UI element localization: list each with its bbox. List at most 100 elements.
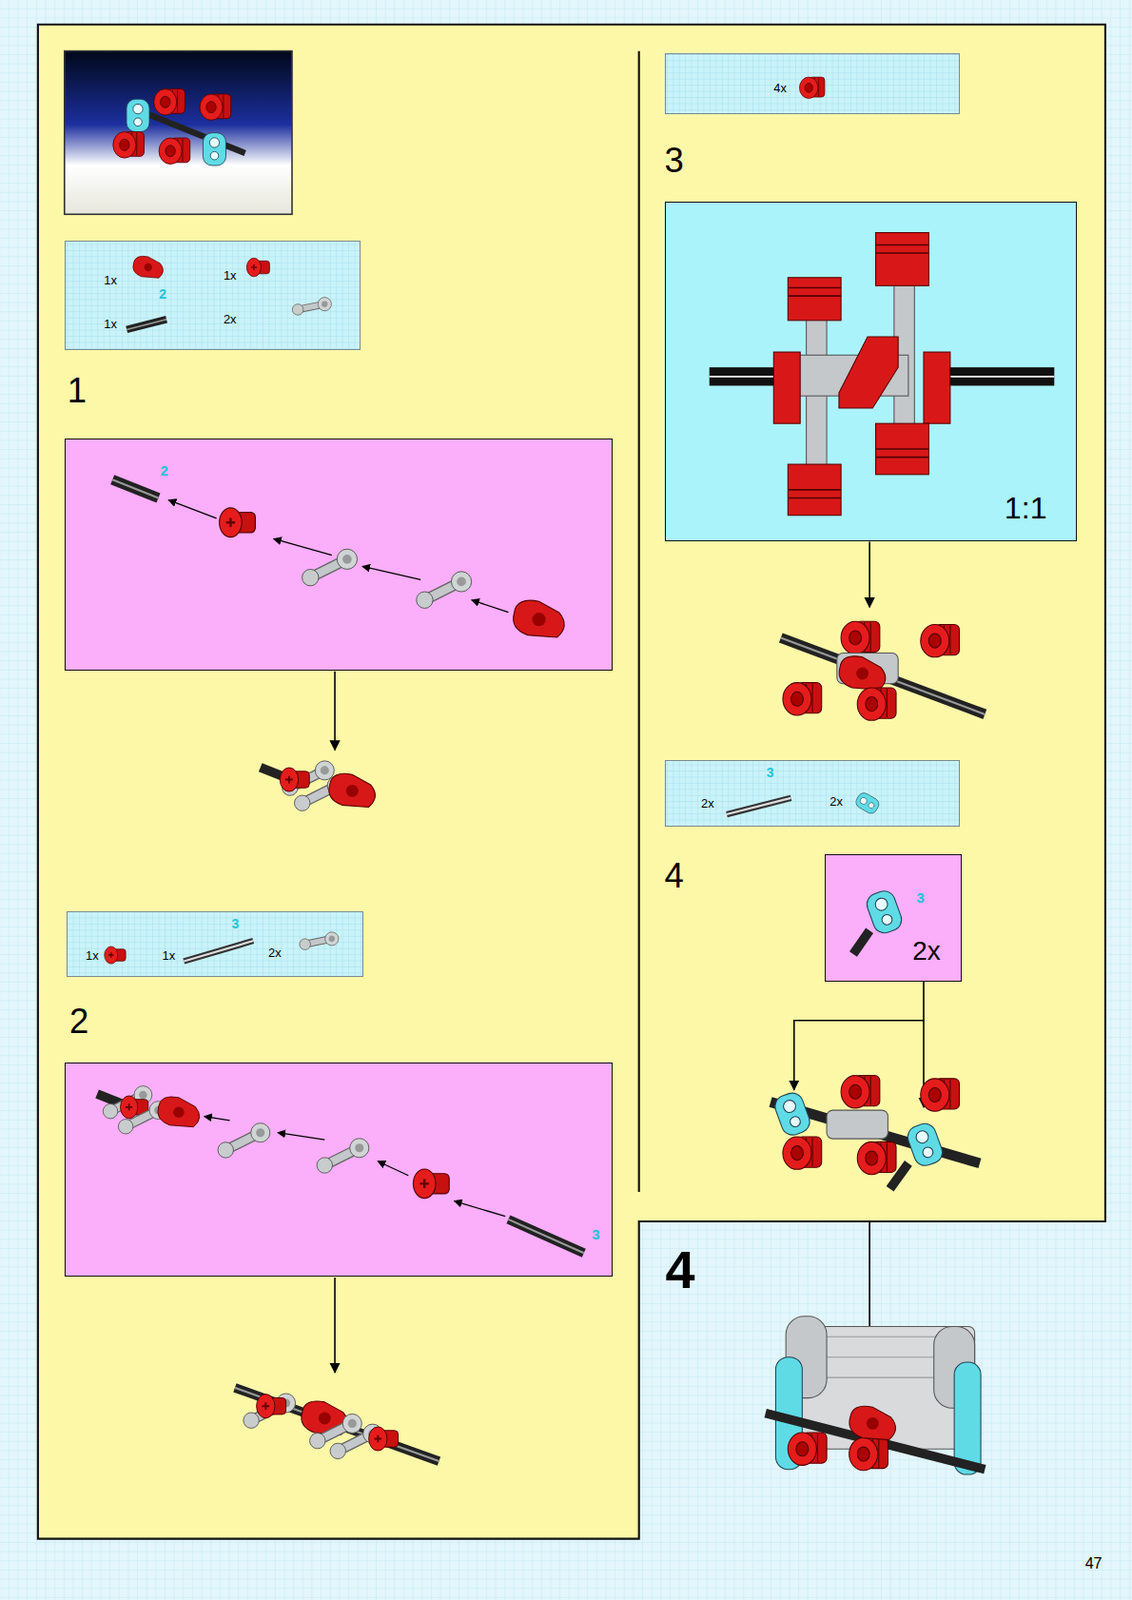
step1-exploded-part-part — [471, 600, 509, 613]
box-fill — [66, 911, 364, 977]
box-fill — [64, 240, 361, 351]
quantity-label: 4x — [773, 82, 787, 96]
parts-icons-part — [126, 319, 167, 331]
quantity-label: 1x — [162, 950, 176, 963]
piston-icon — [799, 77, 824, 98]
flow-arrow — [333, 671, 336, 751]
yellow-panel — [38, 24, 1106, 1540]
parts-icons-part — [183, 940, 254, 961]
preview-model — [113, 89, 246, 166]
parts-list-box: 4x — [664, 53, 960, 115]
step4-result-part — [904, 1120, 946, 1170]
step2-exploded-part — [316, 1138, 370, 1173]
step1-result-part — [279, 767, 310, 792]
quantity-label: 2x — [701, 798, 715, 811]
column-divider — [638, 51, 641, 1192]
step4-result — [770, 1075, 980, 1190]
quantity-label: 2x — [223, 313, 237, 327]
step1-exploded-part-part — [273, 538, 332, 555]
step-panel: 3 — [64, 1062, 613, 1277]
quantity-label: 2x — [829, 796, 843, 809]
top-view-1to1-part — [709, 367, 781, 386]
step3-result-part — [840, 621, 880, 654]
top-view-1to1-part — [709, 375, 781, 378]
top-view-1to1-part-part — [876, 423, 930, 475]
final-engine-part — [787, 1432, 827, 1465]
top-view-1to1-part-part — [787, 277, 841, 321]
step2-result-part — [234, 1387, 440, 1462]
top-view-1to1 — [709, 233, 1055, 516]
quantity-label: 1x — [85, 950, 99, 963]
step2-exploded-part — [507, 1219, 584, 1253]
top-view-1to1-part-part — [876, 448, 930, 450]
top-view-1to1-part-part — [787, 488, 841, 491]
top-view-1to1-part — [934, 367, 1055, 386]
step2-result-part — [234, 1387, 440, 1462]
box-fill — [64, 1062, 613, 1277]
parts-icons-part — [246, 257, 270, 277]
final-engine — [765, 1316, 986, 1475]
step2-result-part — [369, 1426, 399, 1451]
top-view-1to1-part — [934, 375, 1055, 378]
step2-result — [234, 1387, 440, 1462]
step3-result-part — [782, 683, 822, 716]
flow-arrow — [333, 1277, 336, 1373]
preview-model-part — [154, 89, 186, 116]
step2-exploded-part — [412, 1169, 449, 1199]
step-number: 4 — [665, 1243, 696, 1297]
step2-exploded-part — [217, 1123, 271, 1158]
step3-result-part — [857, 687, 897, 721]
step-panel: 3 2x — [824, 854, 962, 982]
length-callout: 3 — [917, 890, 925, 905]
step1-exploded-part-part — [362, 566, 421, 580]
step1-exploded-part-part — [168, 500, 216, 519]
step2-result-part — [256, 1394, 287, 1419]
preview-image — [64, 51, 293, 215]
final-engine-part — [849, 1405, 897, 1440]
preview-model-part — [142, 112, 245, 154]
step1-exploded-part — [416, 571, 472, 609]
step3-result-part — [839, 656, 886, 690]
preview-model-part — [202, 133, 226, 166]
top-view-1to1-part-part — [876, 244, 930, 247]
box-fill — [64, 438, 613, 671]
step-number: 4 — [664, 858, 684, 894]
length-callout: 3 — [231, 917, 239, 932]
top-view-1to1-part-part — [787, 287, 841, 290]
final-engine-part — [954, 1362, 981, 1475]
step-number: 2 — [69, 1004, 89, 1039]
parts-list-box: 1x1x21x2x — [64, 240, 361, 351]
split-arrow-part — [794, 981, 924, 1091]
step4-result-part — [840, 1075, 880, 1109]
preview-model-part — [126, 98, 150, 132]
parts-icons — [104, 924, 341, 964]
parts-icons-part — [298, 924, 341, 958]
box-fill — [824, 854, 962, 982]
step4-result-part — [857, 1141, 897, 1174]
box-fill — [664, 201, 1077, 541]
scale-label: 2x — [912, 937, 940, 965]
step2-exploded — [97, 1086, 585, 1254]
step4-result-part — [890, 1163, 909, 1190]
parts-list-box: 32x2x — [664, 760, 960, 827]
top-view-1to1-part — [839, 336, 898, 409]
step3-result-part — [920, 624, 960, 657]
step2-result-part — [243, 1393, 296, 1428]
step2-exploded-part — [507, 1219, 584, 1253]
step1-result-part — [329, 773, 376, 807]
top-view-1to1-part — [773, 351, 801, 424]
parts-list-box: 1x31x2x — [66, 911, 364, 977]
step1-result — [260, 761, 376, 812]
top-view-1to1-part-part — [876, 456, 930, 459]
scale-view-box: 1:1 — [664, 201, 1078, 541]
top-view-1to1-part — [787, 233, 929, 516]
flow-arrow — [868, 542, 871, 608]
step1-exploded-part — [112, 479, 158, 498]
box-fill — [664, 760, 960, 827]
length-callout: 3 — [591, 1227, 600, 1242]
step2-exploded-part-part — [454, 1201, 507, 1217]
step1-exploded-part — [112, 479, 158, 498]
